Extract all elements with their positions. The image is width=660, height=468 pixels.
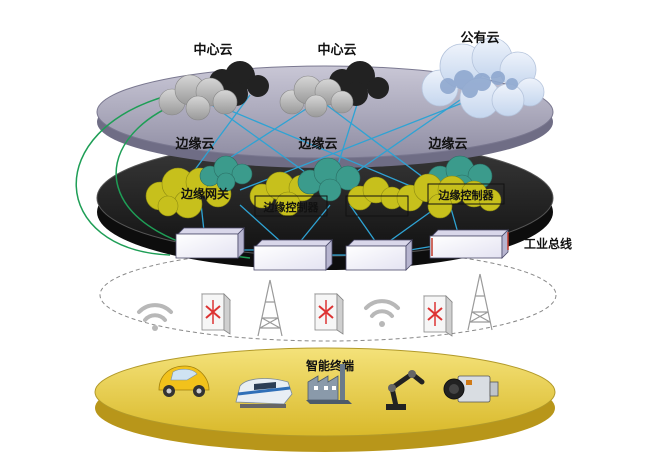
train-icon	[235, 378, 293, 408]
edge-gateway-cloud	[145, 167, 232, 219]
camera-icon	[443, 375, 499, 403]
factory-icon	[306, 364, 352, 404]
edge-controller-label-1: 边缘控制器	[263, 200, 320, 214]
cloud-label-public: 公有云	[460, 30, 499, 46]
edge-controller-label-2: 边缘控制器	[438, 188, 495, 202]
bus-device-2	[253, 239, 333, 271]
antenna-tower-icon	[257, 279, 283, 337]
access-network-boundary	[99, 248, 557, 342]
edge-cloud-teal-1	[199, 155, 253, 192]
public-cloud	[421, 37, 545, 119]
robot-arm-icon	[386, 370, 425, 410]
cloud-label-center-2: 中心云	[317, 42, 356, 58]
edge-cloud-label-3: 边缘云	[427, 136, 467, 152]
router-icon	[201, 293, 231, 335]
wifi-icon	[137, 303, 173, 331]
car-icon	[158, 365, 210, 397]
edge-cloud-teal-2	[297, 157, 361, 202]
edge-controller-box-2	[427, 183, 505, 205]
antenna-tower-icon	[467, 273, 493, 331]
edge-cloud-label-1: 边缘云	[174, 136, 214, 152]
cloud-label-center-1: 中心云	[193, 42, 232, 58]
edge-cloud-label-2: 边缘云	[297, 136, 337, 152]
center-cloud-2	[279, 61, 389, 118]
router-icon	[314, 293, 344, 335]
edge-gateway-label: 边缘网关	[180, 186, 229, 201]
industrial-bus-label: 工业总线	[524, 236, 572, 251]
center-cloud-1	[158, 61, 269, 121]
edge-controller-box-1	[254, 195, 328, 217]
bus-device-1	[175, 227, 245, 259]
bus-device-4	[429, 229, 509, 259]
smart-terminal-label: 智能终端	[305, 358, 354, 373]
edge-partial-box	[345, 195, 409, 217]
wifi-icon	[364, 299, 400, 327]
bus-device-3	[345, 239, 413, 271]
router-icon	[423, 295, 453, 337]
